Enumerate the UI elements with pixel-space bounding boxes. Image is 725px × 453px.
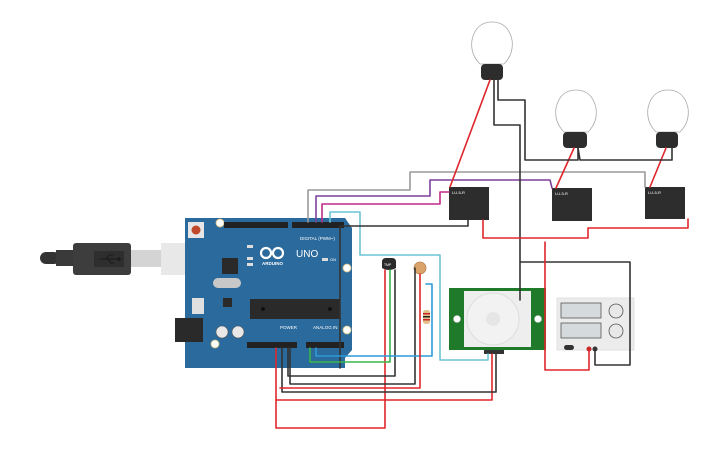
pir-dome-center <box>486 312 500 326</box>
usb-cable-strain-relief <box>56 250 74 266</box>
on-led <box>322 258 328 261</box>
chip-dot <box>328 307 332 311</box>
wires <box>275 79 689 429</box>
usb-port <box>161 243 185 275</box>
l-led <box>247 245 253 248</box>
pir-sensor[interactable] <box>449 288 546 354</box>
capacitor <box>231 325 245 339</box>
relay-label: LU-5-R <box>452 190 465 195</box>
relay-1[interactable]: LU-5-R <box>449 187 489 220</box>
light-bulb-3[interactable] <box>647 89 689 148</box>
digital-header-label: DIGITAL (PWM~) <box>300 236 335 241</box>
temperature-sensor[interactable]: TMP <box>382 258 396 270</box>
power-jack <box>175 318 203 342</box>
usb-chip <box>222 258 238 274</box>
arduino-model-label: UNO <box>296 249 318 260</box>
voltage-regulator <box>192 298 204 314</box>
mount-hole <box>342 325 352 335</box>
usb-symbol-icon <box>100 254 121 264</box>
negative-terminal[interactable] <box>592 346 598 352</box>
pir-mount-hole <box>453 315 461 323</box>
analog-header-label: ANALOG IN <box>313 325 338 330</box>
current-knob[interactable] <box>608 323 624 339</box>
light-bulb-1[interactable] <box>471 21 513 80</box>
relay-label: LU-5-R <box>555 191 568 196</box>
mount-hole <box>215 218 225 228</box>
tx-led <box>247 257 253 260</box>
relay-3[interactable]: LU-5-R <box>645 187 685 219</box>
crystal <box>213 278 241 288</box>
mount-hole <box>210 339 220 349</box>
relay-label: LU-5-R <box>648 190 661 195</box>
voltage-display <box>560 302 602 319</box>
analog-header[interactable] <box>306 342 344 348</box>
chip-dot <box>261 307 265 311</box>
positive-terminal[interactable] <box>586 346 592 352</box>
mount-hole <box>342 263 352 273</box>
usb-cable <box>40 243 185 275</box>
power-header[interactable] <box>247 342 297 348</box>
digital-header-right[interactable] <box>292 222 344 228</box>
rx-led <box>247 263 253 266</box>
relay-2[interactable]: LU-5-R <box>552 188 592 221</box>
reset-button-cap[interactable] <box>191 225 201 235</box>
resistor[interactable] <box>423 310 430 324</box>
voltage-knob[interactable] <box>608 303 624 319</box>
small-chip <box>223 298 232 307</box>
atmega-chip <box>250 299 340 319</box>
current-display <box>560 322 602 339</box>
power-header-label: POWER <box>280 325 298 330</box>
arduino-uno-board[interactable]: ARDUINO UNO ON DIGITAL (PWM~) POWER ANAL… <box>175 218 352 368</box>
light-bulb-2[interactable] <box>555 89 597 148</box>
usb-cable-end <box>40 252 60 264</box>
pir-pins <box>484 350 504 354</box>
capacitor <box>215 325 229 339</box>
pir-mount-hole <box>534 315 542 323</box>
arduino-brand-label: ARDUINO <box>262 261 283 266</box>
usb-plug-metal <box>131 250 161 267</box>
power-switch[interactable] <box>564 345 574 350</box>
digital-header-left[interactable] <box>224 222 288 228</box>
power-supply[interactable] <box>556 297 635 352</box>
arduino-logo-icon <box>259 246 285 260</box>
on-led-label: ON <box>330 257 336 262</box>
temp-sensor-label: TMP <box>384 263 392 267</box>
